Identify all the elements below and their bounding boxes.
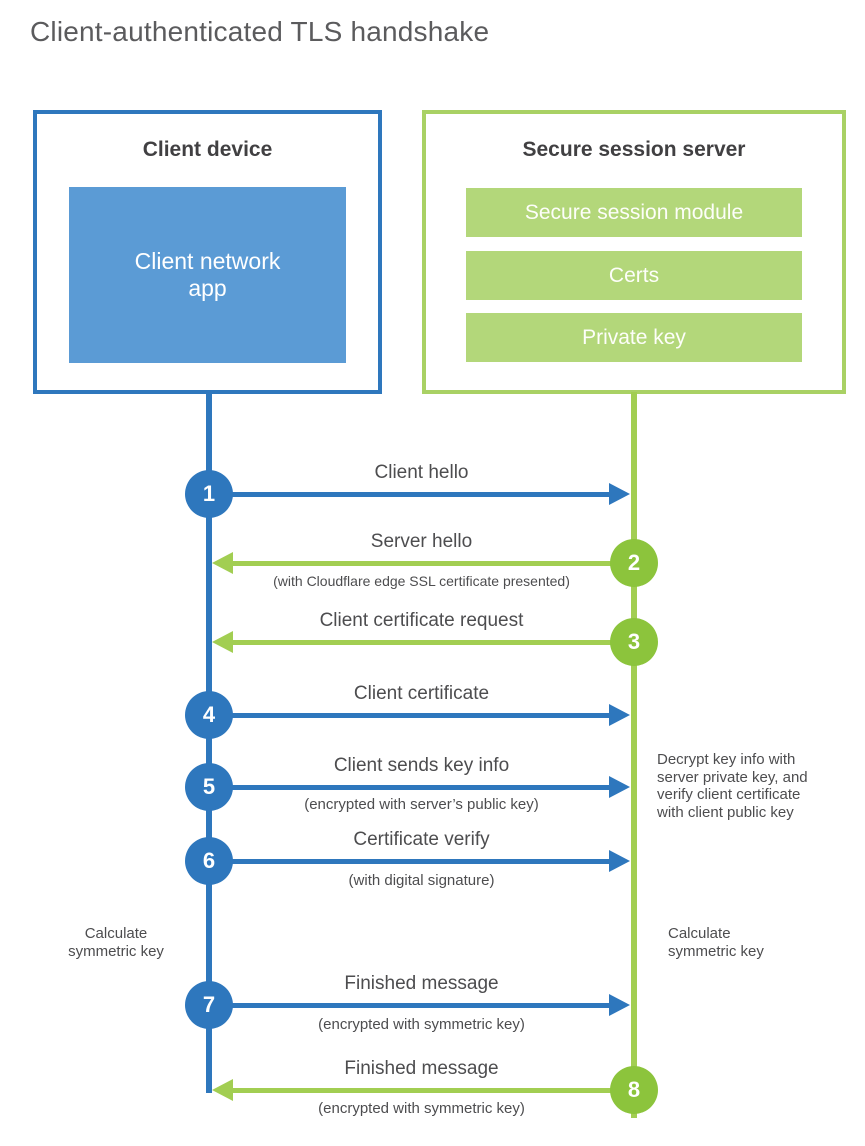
step-2-label: Server hello [370, 531, 473, 552]
step-1-arrow-shaft [209, 492, 610, 497]
step-3-circle: 3 [610, 618, 658, 666]
step-6-circle: 6 [185, 837, 233, 885]
client-network-app-label: Client network app [134, 248, 281, 301]
step-5-label: Client sends key info [333, 755, 510, 776]
calculate-symmetric-key-note-right: Calculate symmetric key [668, 925, 764, 960]
client-device-title: Client device [142, 138, 273, 161]
step-2-arrow-shaft [232, 561, 634, 566]
step-4-arrow-shaft [209, 713, 610, 718]
step-5-circle: 5 [185, 763, 233, 811]
step-8-label: Finished message [344, 1058, 499, 1079]
step-7-circle: 7 [185, 981, 233, 1029]
step-8-arrow-shaft [232, 1088, 634, 1093]
step-7-sublabel: (encrypted with symmetric key) [318, 1016, 525, 1033]
step-2-circle: 2 [610, 539, 658, 587]
client-network-app-box: Client network app [69, 187, 346, 363]
step-7-arrow-shaft [209, 1003, 610, 1008]
page-title: Client-authenticated TLS handshake [30, 16, 490, 47]
server-title: Secure session server [522, 138, 746, 161]
step-4-label: Client certificate [353, 683, 490, 704]
step-1-arrowhead-right-icon [609, 483, 630, 505]
step-8-arrowhead-left-icon [212, 1079, 233, 1101]
step-4-circle: 4 [185, 691, 233, 739]
step-8-circle: 8 [610, 1066, 658, 1114]
step-1-circle: 1 [185, 470, 233, 518]
step-5-sublabel: (encrypted with server’s public key) [304, 796, 539, 813]
calculate-symmetric-key-note-left: Calculate symmetric key [68, 925, 164, 960]
step-6-sublabel: (with digital signature) [348, 872, 495, 889]
client-timeline-line [206, 392, 212, 1093]
server-module-private-key: Private key [466, 313, 802, 362]
step-6-arrowhead-right-icon [609, 850, 630, 872]
step-8-sublabel: (encrypted with symmetric key) [318, 1100, 525, 1117]
step-4-arrowhead-right-icon [609, 704, 630, 726]
server-module-secure-session: Secure session module [466, 188, 802, 237]
step-2-sublabel: (with Cloudflare edge SSL certificate pr… [273, 573, 570, 589]
step-2-arrowhead-left-icon [212, 552, 233, 574]
server-module-certs: Certs [466, 251, 802, 300]
step-3-label: Client certificate request [319, 610, 524, 631]
step-3-arrow-shaft [232, 640, 634, 645]
step-7-label: Finished message [344, 973, 499, 994]
step-7-arrowhead-right-icon [609, 994, 630, 1016]
step-3-arrowhead-left-icon [212, 631, 233, 653]
step-6-arrow-shaft [209, 859, 610, 864]
step-6-label: Certificate verify [353, 829, 490, 850]
server-timeline-line [631, 392, 637, 1118]
step-5-arrowhead-right-icon [609, 776, 630, 798]
decrypt-note: Decrypt key info with server private key… [657, 751, 808, 821]
step-5-arrow-shaft [209, 785, 610, 790]
step-1-label: Client hello [374, 462, 469, 483]
